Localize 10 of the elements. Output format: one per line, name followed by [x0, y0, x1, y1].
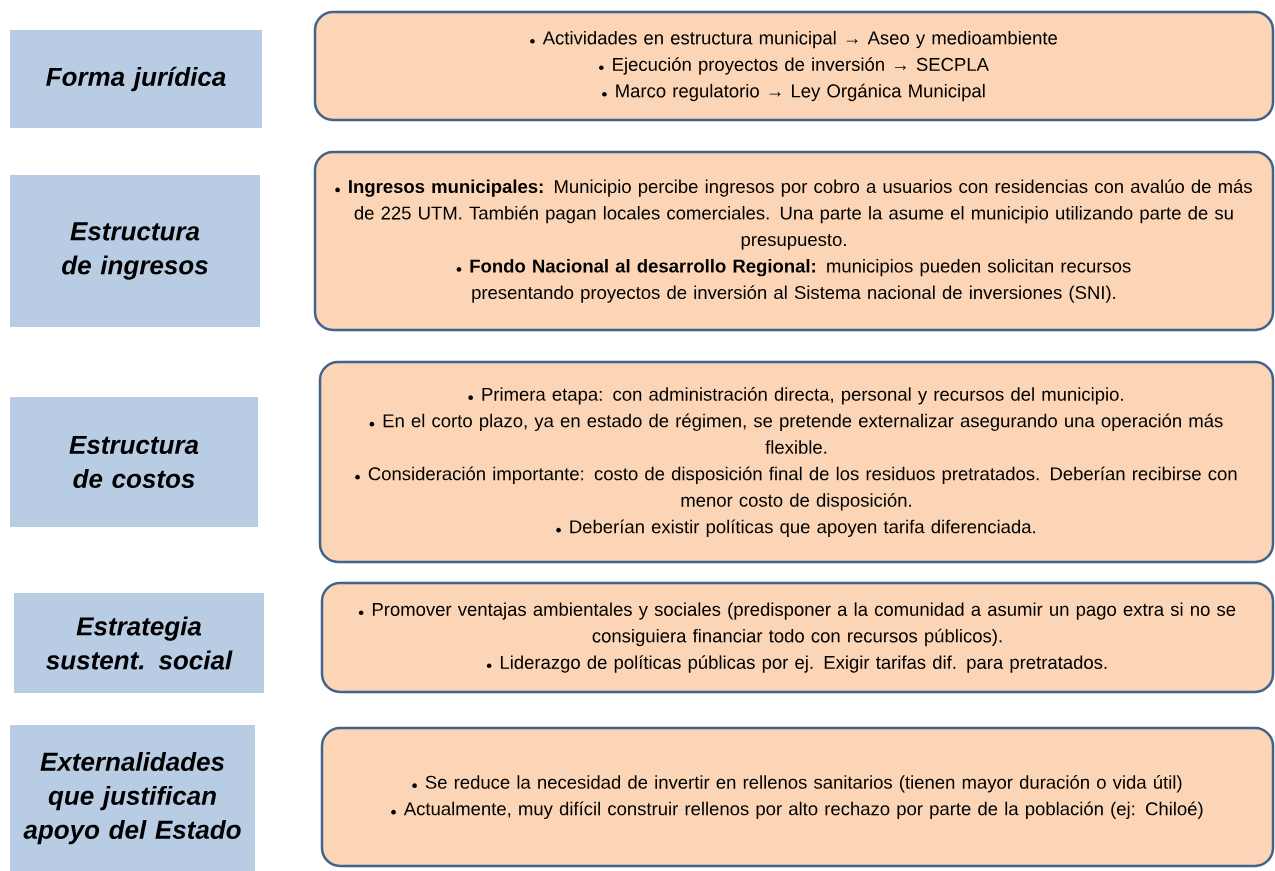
description-box: Promover ventajas ambientales y sociales (predisponer a la comunidad a asumir un pago extra si no se consiguiera financiar todo con recursos públicos). Liderazgo de políticas públicas por ej. Exigir tarifas dif. para pretratados.	[320, 581, 1275, 694]
description-box: Ingresos municipales: Municipio percibe ingresos por cobro a usuarios con residencias con avalúo de más de 225 UTM. También pagan locales comerciales. Una parte la asume el municipio utilizando parte de su presupuesto. Fondo Nacional al desarrollo Regional: municipios pueden solicitan recursos presentando proyectos de inversión al Sistema nacional de inversiones (SNI).	[313, 150, 1275, 332]
description-box: Actividades en estructura municipal → Aseo y medioambiente Ejecución proyectos de inversión → SECPLA Marco regulatorio → Ley Orgánica Municipal	[313, 10, 1275, 122]
category-box: Estructura de costos	[10, 397, 258, 527]
category-box: Forma jurídica	[10, 30, 262, 128]
description-box: Primera etapa: con administración directa, personal y recursos del municipio. En el corto plazo, ya en estado de régimen, se pretende externalizar asegurando una operación más flexible. Consideración importante: costo de disposición final de los residuos pretratados. Deberían recibirse con menor costo de disposición. Deberían existir políticas que apoyen tarifa diferenciada.	[318, 360, 1275, 564]
category-box: Externalidades que justifican apoyo del Estado	[10, 725, 255, 871]
category-box: Estrategia sustent. social	[14, 593, 264, 693]
category-box: Estructura de ingresos	[10, 175, 260, 327]
description-box: Se reduce la necesidad de invertir en rellenos sanitarios (tienen mayor duración o vida útil) Actualmente, muy difícil construir rellenos por alto rechazo por parte de la población (ej: Chiloé)	[320, 726, 1275, 868]
